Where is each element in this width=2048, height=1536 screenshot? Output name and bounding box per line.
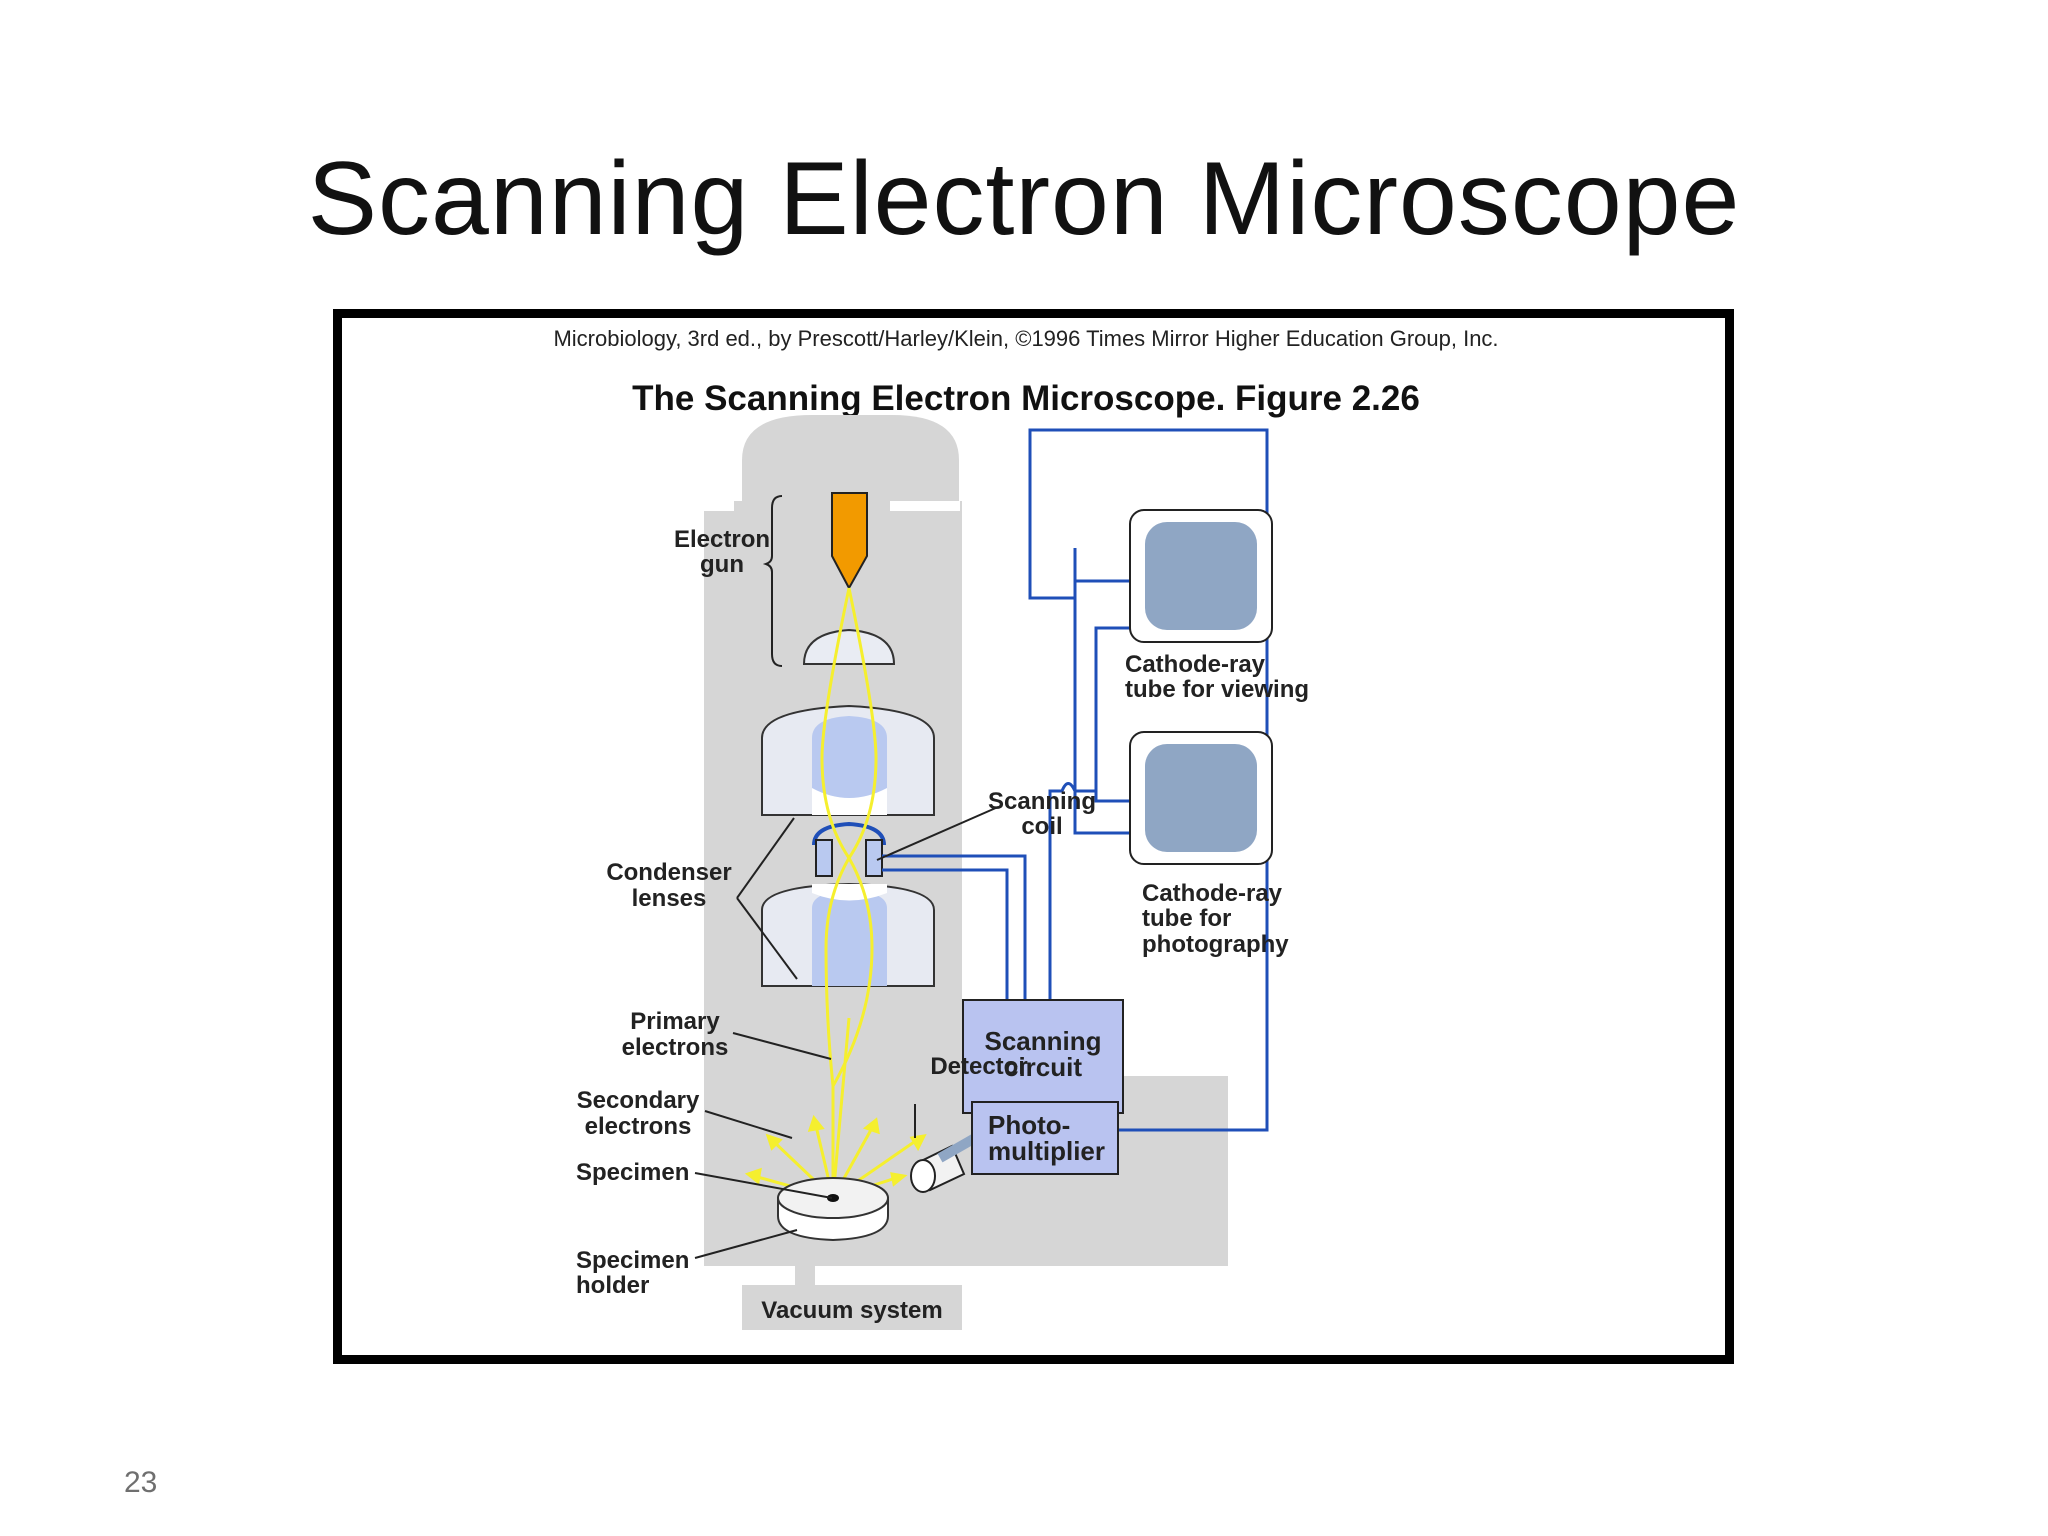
label-crt-photo-3: photography [1142,931,1289,958]
scanning-circuit-box: Scanning circuit [962,999,1124,1114]
label-specimen-holder-1: Specimen [576,1247,689,1274]
label-crt-viewing-1: Cathode-ray [1125,651,1266,678]
sem-diagram: Microbiology, 3rd ed., by Prescott/Harle… [553,326,1499,1330]
label-secondary-2: electrons [585,1113,692,1140]
crt-viewing-screen [1145,522,1257,630]
figure-credit: Microbiology, 3rd ed., by Prescott/Harle… [553,326,1498,351]
label-scanning-coil-1: Scanning [988,788,1096,815]
label-electron-gun-1: Electron [674,526,770,553]
label-detector: Detector [930,1053,1027,1080]
label-crt-photo-1: Cathode-ray [1142,880,1283,907]
label-primary-1: Primary [630,1008,720,1035]
label-specimen: Specimen [576,1159,689,1186]
svg-text:circuit: circuit [1004,1052,1082,1082]
electron-gun [762,492,896,667]
crt-photography [1129,731,1273,865]
crt-photography-screen [1145,744,1257,852]
slide-title: Scanning Electron Microscope [307,141,1741,257]
scanning-coil [812,821,886,877]
label-condenser-1: Condenser [606,859,731,886]
upper-condenser-lens [761,704,935,816]
label-secondary-1: Secondary [577,1087,700,1114]
label-electron-gun-2: gun [700,551,744,578]
figure-caption: The Scanning Electron Microscope. Figure… [632,379,1420,418]
svg-text:Vacuum system: Vacuum system [761,1297,942,1324]
svg-text:Scanning: Scanning [984,1026,1101,1056]
diagram-labels: Electron gun Condenser lenses Scanning c… [576,526,1309,1299]
label-crt-viewing-2: tube for viewing [1125,676,1309,703]
specimen-holder [777,1177,889,1242]
svg-text:multiplier: multiplier [988,1136,1105,1166]
svg-text:Photo-: Photo- [988,1110,1070,1140]
photomultiplier-box: Photo- multiplier [971,1101,1119,1175]
specimen [827,1194,839,1202]
crt-viewing [1129,509,1273,643]
lower-condenser-lens [761,882,935,987]
page-number: 23 [124,1466,158,1499]
label-crt-photo-2: tube for [1142,905,1231,932]
leader-lines [694,806,999,1259]
label-condenser-2: lenses [632,885,707,912]
wiring [882,428,1269,1132]
figure-frame: Microbiology, 3rd ed., by Prescott/Harle… [333,309,1734,1364]
label-primary-2: electrons [622,1034,729,1061]
label-specimen-holder-2: holder [576,1272,649,1299]
vacuum-system-box: Vacuum system [742,1285,962,1330]
label-scanning-coil-2: coil [1021,813,1062,840]
